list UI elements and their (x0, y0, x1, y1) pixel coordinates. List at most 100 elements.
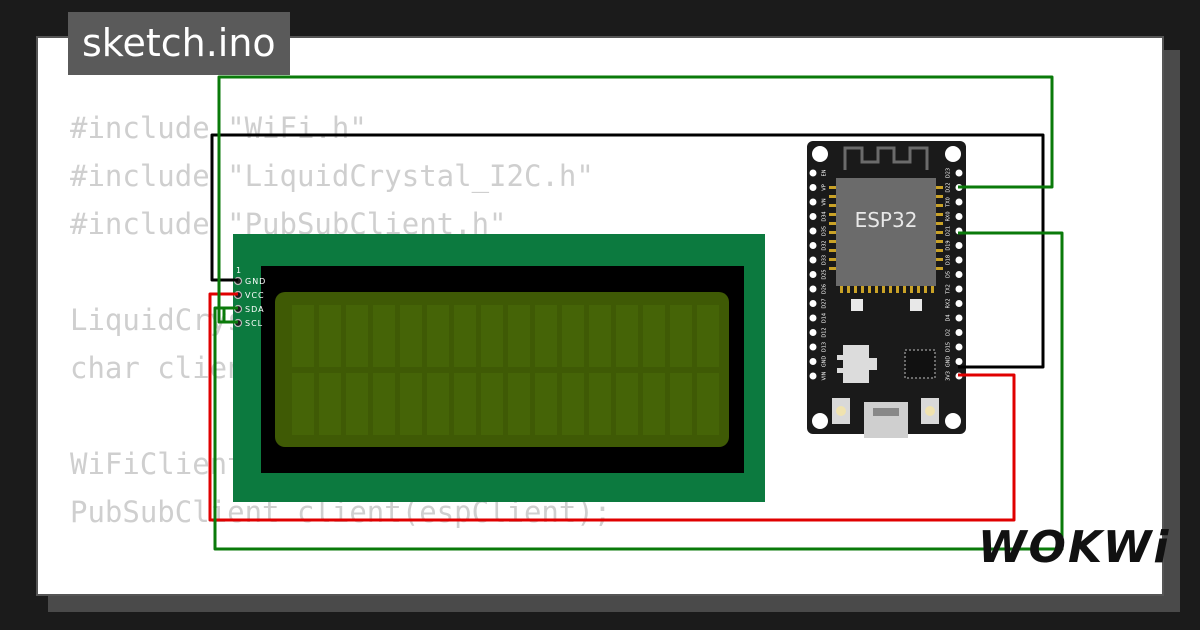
esp32-pin-d34 (808, 212, 818, 221)
esp32-pin-d15 (954, 342, 964, 352)
lcd-cell (319, 373, 341, 435)
lcd-cell (454, 305, 476, 367)
esp32-pin-d27 (808, 299, 818, 308)
code-line: String stMac; (70, 584, 681, 594)
wire-gnd[interactable] (210, 133, 1045, 369)
chip-pad (829, 213, 836, 216)
esp32-pin-label: D34 (822, 211, 828, 221)
esp32-pin-label: D13 (822, 342, 828, 352)
esp32-pin-label: VN (822, 198, 828, 205)
lcd-cell (697, 305, 719, 367)
code-line: #include "WiFi.h" (70, 111, 367, 145)
esp32-pin-d14 (808, 313, 818, 323)
chip-pad (829, 249, 836, 252)
en-button-cap (925, 406, 935, 416)
usb-uart-chip (904, 349, 936, 379)
lcd-cell (616, 373, 638, 435)
lcd-pin-label: SCL (245, 319, 263, 328)
esp32-pin-d13 (808, 342, 818, 352)
lcd-pin1-label: 1 (236, 266, 241, 275)
chip-pad (829, 258, 836, 261)
esp32-pin-label: TX0 (946, 197, 952, 208)
chip-pad (936, 267, 943, 270)
wire-vcc[interactable] (208, 292, 1016, 522)
lcd-pin-label: SDA (245, 305, 265, 314)
usb-port[interactable] (864, 402, 908, 438)
lcd-cell (643, 373, 665, 435)
regulator-lead (837, 355, 845, 360)
esp32-pin-vn (808, 197, 818, 207)
lcd-cell (427, 305, 449, 367)
chip-pad (829, 195, 836, 198)
esp32-pin-label: D22 (946, 182, 952, 192)
chip-pad (829, 222, 836, 225)
esp32-pin-headers: ENVPVND34D35D32D33D25D26D27D14D12D13GNDV… (808, 168, 964, 381)
esp32-pin-label: D2 (946, 329, 952, 336)
chip-pad (847, 286, 850, 293)
wires (208, 75, 1064, 551)
regulator-tab (869, 358, 877, 370)
lcd-cell (373, 373, 395, 435)
mount-hole (812, 413, 828, 429)
esp32-pin-label: D18 (946, 255, 952, 265)
chip-pad (936, 213, 943, 216)
chip-pad (854, 286, 857, 293)
lcd-cell (508, 373, 530, 435)
esp32-pin-d26 (808, 284, 818, 294)
esp32-pin-tx0 (954, 197, 964, 207)
lcd-cell (454, 373, 476, 435)
esp32-pin-d35 (808, 226, 818, 236)
esp32-pin-label: TX2 (946, 284, 952, 295)
chip-pad (829, 231, 836, 234)
code-line: #include "LiquidCrystal_I2C.h" (70, 159, 594, 193)
esp32-pin-rx2 (954, 299, 964, 308)
lcd-cell (319, 305, 341, 367)
usb-port-opening (873, 408, 899, 416)
esp32-pin-rx0 (954, 212, 964, 221)
chip-pad (936, 249, 943, 252)
chip-pad (917, 286, 920, 293)
esp32-pin-d5 (954, 270, 964, 279)
wokwi-logo: WOKWi (978, 522, 1171, 573)
esp32-board[interactable]: ESP32 ENVPVND34D35D32D33D25D26D27D14D12D… (807, 141, 966, 438)
chip-pad (910, 286, 913, 293)
chip-pad (903, 286, 906, 293)
lcd-cell (346, 305, 368, 367)
chip-pad (936, 195, 943, 198)
lcd-cell (535, 305, 557, 367)
esp32-pin-label: D4 (946, 314, 952, 321)
chip-pad (924, 286, 927, 293)
lcd-cell (670, 373, 692, 435)
chip-pad (889, 286, 892, 293)
esp32-pin-d19 (954, 241, 964, 250)
lcd-cell (589, 305, 611, 367)
chip-pad (936, 222, 943, 225)
regulator-lead (837, 368, 845, 373)
esp32-pin-label: D32 (822, 240, 828, 250)
wire-i2c-bridge (222, 306, 238, 324)
lcd-cell (562, 305, 584, 367)
esp32-pin-label: RX2 (946, 298, 952, 308)
lcd-cell (400, 305, 422, 367)
lcd-cell (481, 373, 503, 435)
esp32-pin-d18 (954, 255, 964, 265)
chip-pad (829, 204, 836, 207)
esp32-pin-label: 3V3 (946, 371, 952, 381)
chip-pad (936, 186, 943, 189)
esp32-pin-label: EN (822, 169, 828, 176)
chip-pad (829, 186, 836, 189)
file-tab[interactable]: sketch.ino (68, 12, 290, 75)
lcd-cell (292, 305, 314, 367)
esp32-pin-label: D35 (822, 226, 828, 236)
esp32-pin-label: D33 (822, 255, 828, 265)
smd-component (910, 299, 922, 311)
wire-scl[interactable] (217, 75, 1054, 324)
chip-pad (868, 286, 871, 293)
lcd-cell (562, 373, 584, 435)
chip-pad (936, 240, 943, 243)
esp32-chip (836, 178, 936, 286)
mount-hole (945, 146, 961, 162)
lcd-cell (346, 373, 368, 435)
mount-hole (812, 146, 828, 162)
